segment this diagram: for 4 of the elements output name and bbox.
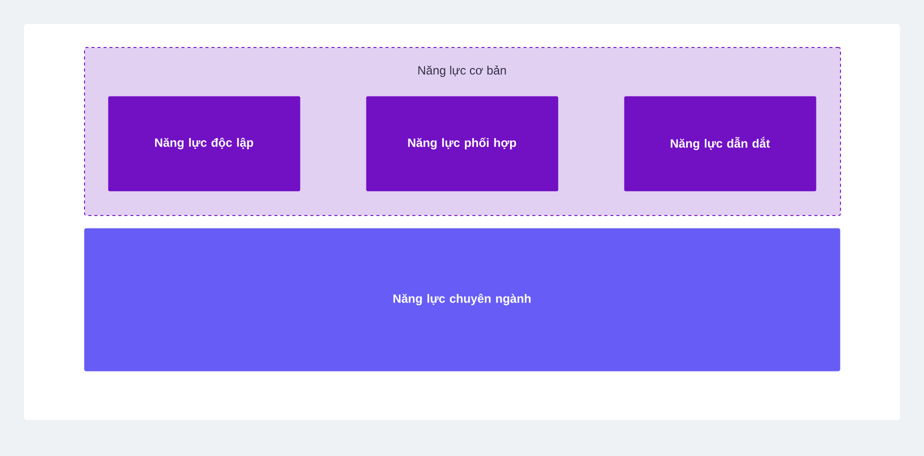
process-box: Năng lực chuyên ngành (84, 228, 840, 372)
process-box: Năng lực độc lập (108, 96, 300, 192)
process-box: Năng lực dẫn dắt (624, 96, 816, 192)
process-box: Năng lực phối hợp (366, 96, 558, 192)
